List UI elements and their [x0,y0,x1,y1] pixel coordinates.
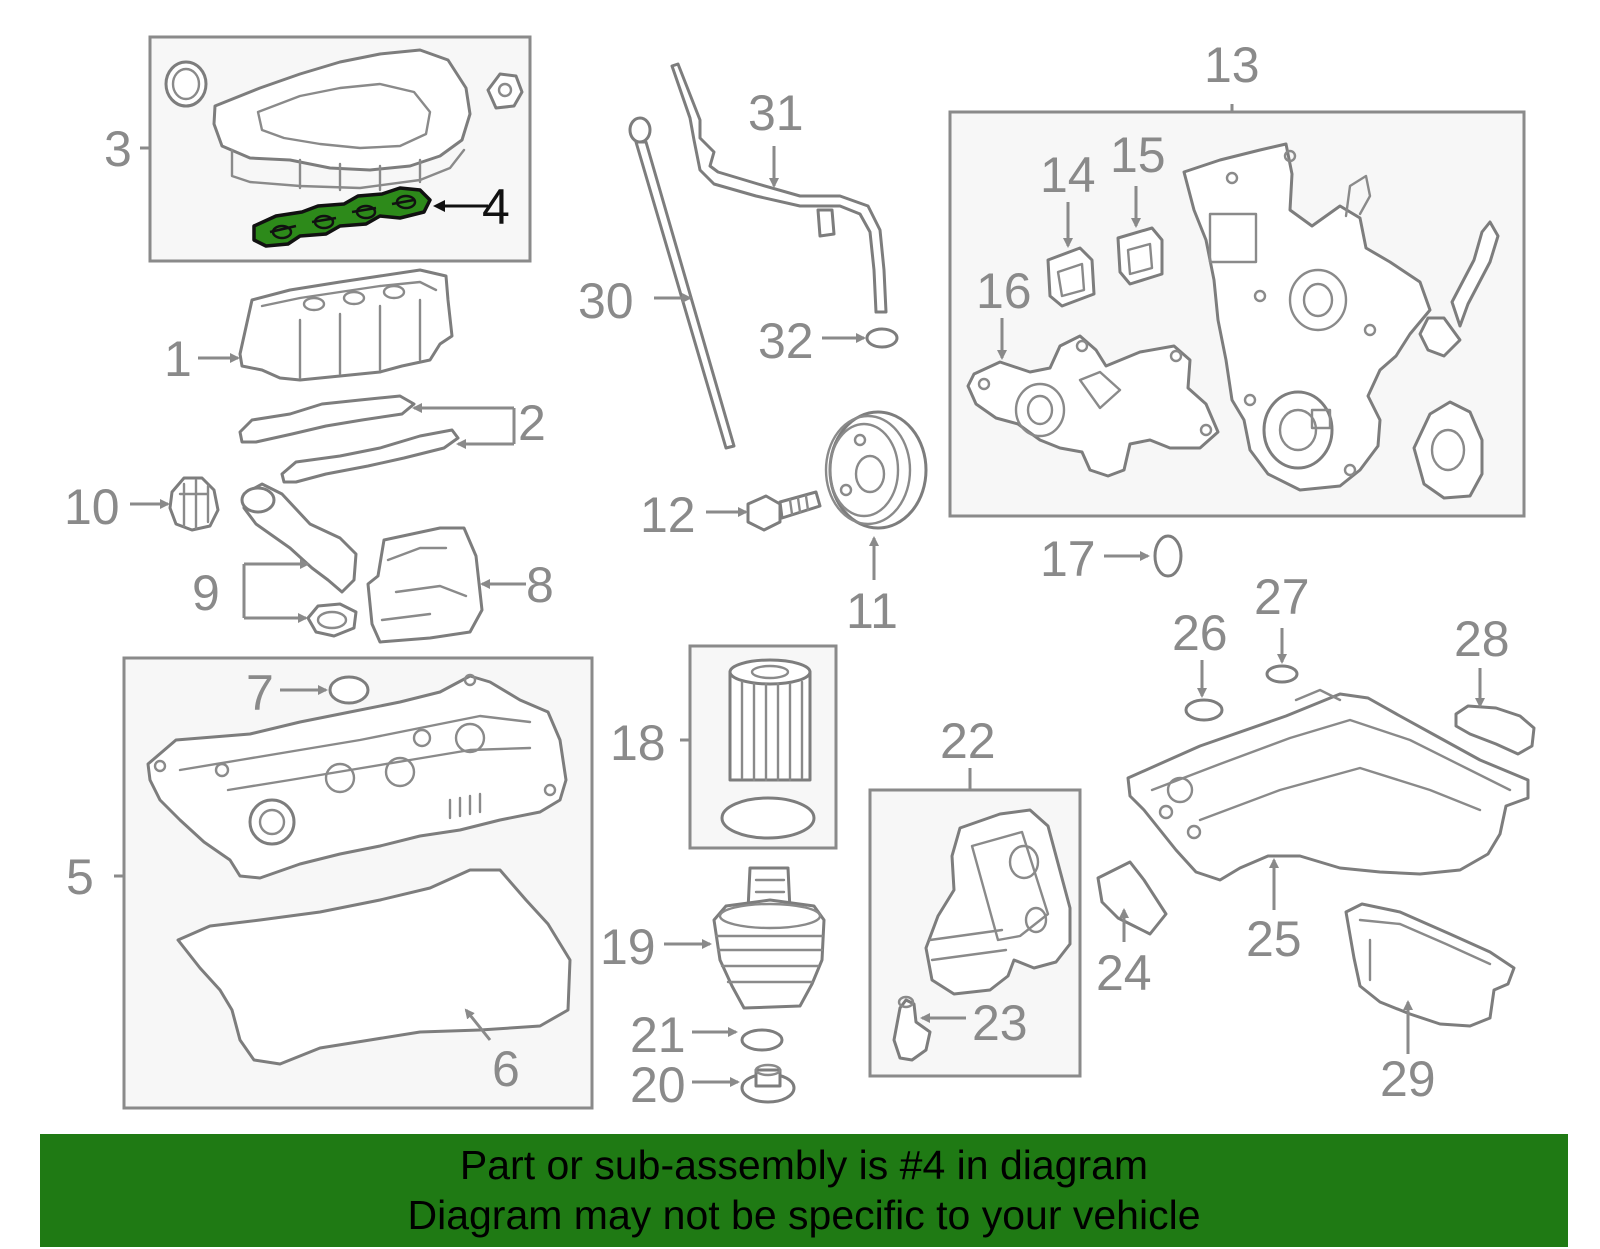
part-13-timing-cover [1182,142,1500,500]
callout-28: 28 [1454,611,1510,667]
leader-lines [114,104,1485,1087]
part-3-intake-plenum [164,48,524,192]
callout-30: 30 [578,273,634,329]
part-32-o-ring [865,327,899,349]
callout-25: 25 [1246,911,1302,967]
callout-26: 26 [1172,605,1228,661]
callout-32: 32 [758,313,814,369]
part-30-dipstick [628,116,736,450]
part-26-o-ring [1184,698,1224,722]
part-1-intake-manifold [238,268,454,382]
callout-16: 16 [976,263,1032,319]
callout-22: 22 [940,713,996,769]
callout-21: 21 [630,1007,686,1063]
callout-23: 23 [972,995,1028,1051]
part-22-filter-housing [924,808,1072,996]
part-16-water-pump [966,334,1220,478]
part-27-o-ring [1265,664,1299,684]
callout-10: 10 [64,479,120,535]
part-29-oil-pan-lower [1344,902,1516,1028]
part-17-seal [1153,534,1183,578]
part-5-valve-cover [146,673,568,880]
callout-19: 19 [600,919,656,975]
callout-14: 14 [1040,147,1096,203]
callout-12: 12 [640,487,696,543]
info-banner: Part or sub-assembly is #4 in diagram Di… [40,1134,1568,1247]
callout-27: 27 [1254,569,1310,625]
callout-29: 29 [1380,1051,1436,1107]
part-7-seal [328,675,370,705]
callout-13: 13 [1204,37,1260,93]
part-24-gasket [1096,860,1168,936]
part-18-oil-filter-element [720,658,816,840]
callout-11: 11 [846,583,898,639]
callout-3: 3 [104,121,132,177]
part-31-dipstick-guide [670,62,888,314]
callout-15: 15 [1110,127,1166,183]
part-15-gasket [1116,226,1164,286]
part-8-engine-cover [366,526,484,644]
callout-7: 7 [246,665,274,721]
callout-6: 6 [492,1041,520,1097]
callout-8: 8 [526,557,554,613]
part-25-oil-pan-upper [1126,688,1530,882]
part-11-crank-pulley [824,410,928,530]
callout-24: 24 [1096,945,1152,1001]
part-23-sensor [892,995,932,1062]
callout-17: 17 [1040,531,1096,587]
part-21-o-ring [740,1028,784,1052]
part-12-bolt [746,490,822,532]
callout-31: 31 [748,85,804,141]
callout-2: 2 [518,395,546,451]
part-14-gasket [1046,246,1096,308]
part-4-intake-gasket-highlighted [252,186,432,248]
part-20-drain-plug [740,1063,796,1104]
callout-9: 9 [192,565,220,621]
callout-20: 20 [630,1057,686,1113]
banner-disclaimer-line: Diagram may not be specific to your vehi… [407,1192,1201,1238]
banner-part-line: Part or sub-assembly is #4 in diagram [459,1142,1149,1188]
part-19-filter-cap [712,866,826,1010]
part-10-oil-filler-cap [168,476,220,532]
callout-5: 5 [66,849,94,905]
callout-labels: 1 2 3 4 5 6 7 8 9 10 11 12 13 14 15 16 1… [64,37,1510,1113]
callout-1: 1 [164,331,192,387]
part-9-oil-filler-tube [240,482,358,638]
callout-18: 18 [610,715,666,771]
part-28-gasket [1454,704,1536,756]
callout-4: 4 [482,179,510,235]
